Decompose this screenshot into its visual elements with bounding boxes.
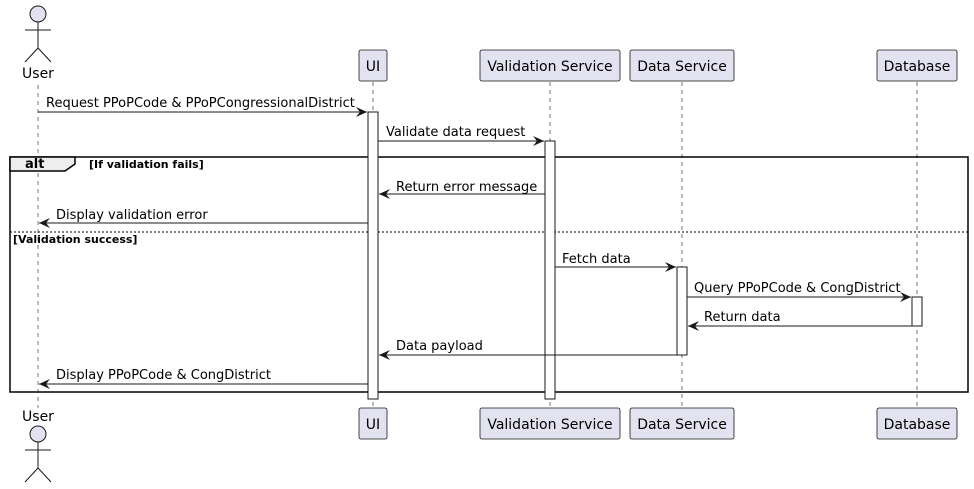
participant-user-label-bottom: User	[22, 409, 54, 425]
message-label: Display PPoPCode & CongDistrict	[56, 368, 271, 383]
message-label: Query PPoPCode & CongDistrict	[694, 281, 901, 296]
actor-leg-left	[24, 47, 39, 63]
alt-keyword: alt	[25, 157, 44, 172]
messages: Request PPoPCode & PPoPCongressionalDist…	[38, 96, 912, 389]
participant-validation-label-bottom: Validation Service	[487, 417, 612, 433]
activation-data	[676, 266, 688, 356]
participant-db-box	[876, 49, 958, 82]
participants-top: User UI Validation Service Data Service …	[22, 5, 958, 82]
participant-ui-label-bottom: UI	[366, 417, 380, 433]
activation-db	[911, 296, 923, 327]
participant-validation-box	[479, 49, 621, 82]
actor-user-bottom	[24, 425, 52, 483]
participant-validation-box-bottom	[479, 407, 621, 440]
participant-data-label: Data Service	[637, 59, 727, 75]
alt-fragment-frame	[9, 156, 969, 393]
message-label: Fetch data	[562, 252, 631, 267]
message-label: Validate data request	[386, 125, 525, 140]
participant-data-box-bottom	[629, 407, 735, 440]
message-label: Request PPoPCode & PPoPCongressionalDist…	[46, 96, 355, 111]
participant-db-box-bottom	[876, 407, 958, 440]
actor-head	[29, 425, 47, 443]
message-label: Return error message	[396, 180, 537, 195]
actor-head	[29, 5, 47, 23]
actor-leg-right	[37, 47, 52, 63]
participant-ui-box	[358, 49, 388, 82]
alt-guard-success: [Validation success]	[13, 233, 137, 246]
participant-user-label: User	[22, 66, 54, 82]
message-label: Return data	[704, 310, 781, 325]
activation-ui	[367, 111, 379, 400]
participants-bottom: User UI Validation Service Data Service …	[22, 407, 958, 483]
message-label: Data payload	[396, 339, 483, 354]
participant-data-label-bottom: Data Service	[637, 417, 727, 433]
activations	[367, 111, 923, 400]
participant-data-box	[629, 49, 735, 82]
actor-leg-left	[24, 467, 39, 483]
message-label: Display validation error	[56, 208, 208, 223]
participant-ui-box-bottom	[358, 407, 388, 440]
participant-validation-label: Validation Service	[487, 59, 612, 75]
activation-validation	[544, 140, 556, 400]
participant-db-label-bottom: Database	[884, 417, 951, 433]
alt-fragment-tab	[9, 156, 76, 172]
actor-leg-right	[37, 467, 52, 483]
alt-fragment: alt [If validation fails] [Validation su…	[9, 156, 969, 393]
participant-ui-label: UI	[366, 59, 380, 75]
participant-db-label: Database	[884, 59, 951, 75]
alt-guard-fails: [If validation fails]	[89, 158, 204, 171]
actor-user-top	[24, 5, 52, 63]
